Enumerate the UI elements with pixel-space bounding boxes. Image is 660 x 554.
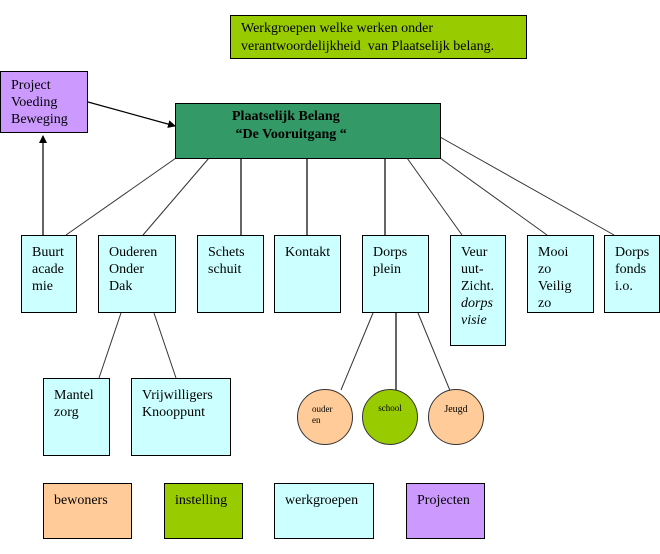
workgroup-label: Kontakt — [285, 245, 331, 260]
workgroup-label-italic: visie — [461, 313, 487, 328]
workgroup-label: plein — [373, 262, 401, 277]
workgroup-label: Zicht. — [461, 279, 495, 294]
title-note-line-2: verantwoordelijkheid van Plaatselijk bel… — [241, 39, 495, 54]
project-line: Voeding — [11, 95, 58, 110]
workgroup-label: Veur — [461, 245, 488, 260]
workgroup-label: Mooi — [538, 245, 569, 260]
subgroup-mantel-zorg: Mantel zorg — [43, 378, 110, 456]
workgroup-label: zo — [538, 296, 552, 311]
workgroup-kontakt: Kontakt — [274, 235, 341, 313]
workgroup-label: Ouderen — [109, 245, 158, 260]
link-root-buurt — [65, 157, 177, 236]
circle-label: Jeugd — [444, 404, 468, 415]
workgroup-label: Dorps — [373, 245, 408, 260]
legend-label: instelling — [175, 493, 228, 508]
workgroup-label: fonds — [615, 262, 647, 277]
project-voeding-beweging: Project Voeding Beweging — [0, 71, 88, 133]
circle-jeugd: Jeugd — [428, 389, 484, 445]
root-line-1: Plaatselijk Belang — [232, 109, 340, 124]
workgroup-dorps-plein: Dorps plein — [362, 235, 429, 313]
workgroup-schets-schuit: Schets schuit — [197, 235, 264, 313]
link-root-veur — [406, 157, 463, 236]
workgroup-mooi-zo-veilig-zo: Mooi zo Veilig zo — [527, 235, 594, 313]
workgroup-buurt-academie: Buurt acade mie — [21, 235, 77, 313]
project-line: Beweging — [11, 112, 68, 127]
title-note: Werkgroepen welke werken onder verantwoo… — [230, 15, 527, 59]
workgroup-label: Dorps — [615, 245, 650, 260]
link-root-mooi — [439, 157, 548, 236]
subgroup-label: Mantel — [54, 388, 94, 403]
link-ouderen-vrijwilligers — [153, 312, 177, 379]
workgroup-label-italic: dorps — [461, 296, 493, 311]
workgroup-ouderen-onder-dak: Ouderen Onder Dak — [98, 235, 176, 313]
subgroup-label: Knooppunt — [142, 405, 205, 420]
workgroup-label: Buurt — [32, 245, 64, 260]
root-plaatselijk-belang: Plaatselijk Belang “De Vooruitgang “ — [175, 103, 441, 159]
workgroup-label: Veilig — [538, 279, 572, 294]
link-ouderen-mantel — [98, 312, 122, 379]
root-line-2: “De Vooruitgang “ — [232, 127, 347, 142]
workgroup-label: acade — [32, 262, 64, 277]
workgroup-label: zo — [538, 262, 552, 277]
legend-instelling: instelling — [164, 483, 243, 539]
link-dorpsplein-jeugd — [417, 312, 452, 394]
subgroup-label: zorg — [54, 405, 79, 420]
circle-label: ouder — [312, 404, 333, 414]
workgroup-label: mie — [32, 279, 53, 294]
link-root-ouderen — [142, 157, 210, 236]
title-note-line-1: Werkgroepen welke werken onder — [241, 21, 434, 36]
subgroup-label: Vrijwilligers — [142, 388, 213, 403]
project-line: Project — [11, 78, 51, 93]
legend-label: Projecten — [417, 493, 470, 508]
subgroup-vrijwilligers-knooppunt: Vrijwilligers Knooppunt — [131, 378, 231, 456]
circle-school: school — [362, 389, 418, 445]
legend-bewoners: bewoners — [43, 483, 132, 539]
workgroup-label: Schets — [208, 245, 245, 260]
workgroup-label: Dak — [109, 279, 133, 294]
circle-label: school — [378, 403, 402, 413]
link-root-fonds — [439, 136, 615, 236]
legend-werkgroepen: werkgroepen — [274, 483, 374, 539]
legend-label: werkgroepen — [285, 493, 359, 508]
legend-label: bewoners — [54, 493, 108, 508]
circle-ouderen: ouder en — [297, 389, 353, 445]
link-dorpsplein-ouderen — [340, 312, 374, 391]
legend-projecten: Projecten — [406, 483, 485, 539]
arrow-project-to-root — [87, 101, 176, 128]
workgroup-label: Onder — [109, 262, 144, 277]
circle-label: en — [312, 415, 321, 425]
workgroup-label: i.o. — [615, 279, 633, 294]
workgroup-veur-uut-zicht: Veur uut- Zicht. dorps visie — [450, 235, 506, 346]
workgroup-dorps-fonds: Dorps fonds i.o. — [604, 235, 660, 313]
workgroup-label: uut- — [461, 262, 484, 277]
workgroup-label: schuit — [208, 262, 242, 277]
